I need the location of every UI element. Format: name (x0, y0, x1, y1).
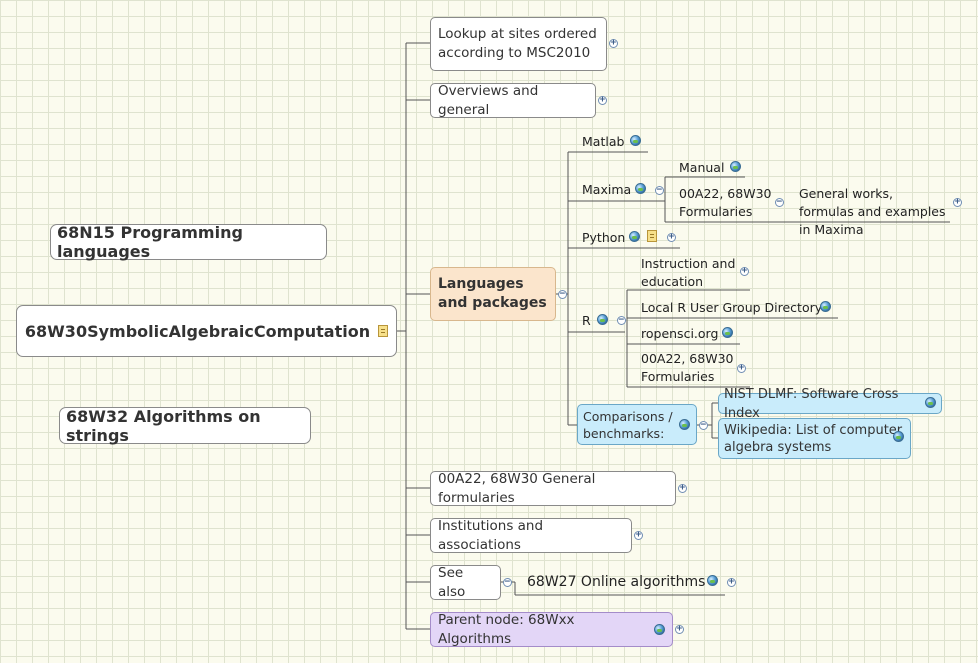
branch-label: See also (438, 564, 466, 600)
topic-nist-dlmf[interactable]: NIST DLMF: Software Cross Index (718, 387, 942, 421)
topic-online-algorithms[interactable]: 68W27 Online algorithms (527, 574, 706, 590)
expand-icon[interactable]: + (609, 38, 618, 48)
topic-python[interactable]: Python (582, 230, 626, 245)
topic-matlab[interactable]: Matlab (582, 134, 625, 149)
web-link-icon[interactable] (654, 624, 665, 635)
topic-r[interactable]: R (582, 313, 591, 328)
topic-maxima-manual[interactable]: Manual (679, 160, 725, 175)
topic-r-formularies[interactable]: 00A22, 68W30 Formularies (641, 351, 734, 384)
expand-icon[interactable]: + (727, 577, 736, 587)
branch-label: 00A22, 68W30 General formularies (438, 470, 596, 506)
branch-general-formularies[interactable]: 00A22, 68W30 General formularies (430, 471, 676, 506)
topic-r-user-group[interactable]: Local R User Group Directory (641, 300, 823, 315)
web-link-icon[interactable] (925, 397, 936, 408)
central-topic[interactable]: 68W30SymbolicAlgebraicComputation (16, 305, 397, 357)
web-link-icon[interactable] (730, 161, 741, 172)
web-link-icon[interactable] (679, 419, 690, 430)
branch-parent-node[interactable]: Parent node: 68Wxx Algorithms (430, 612, 673, 647)
branch-see-also[interactable]: See also (430, 565, 501, 600)
expand-icon[interactable]: + (634, 530, 643, 540)
topic-maxima[interactable]: Maxima (582, 182, 632, 197)
expand-icon[interactable]: + (737, 363, 746, 373)
root-topic-algorithms-on-strings[interactable]: 68W32 Algorithms on strings (59, 406, 311, 445)
web-link-icon[interactable] (635, 183, 646, 194)
branch-label: Languages and packages (438, 276, 547, 311)
web-link-icon[interactable] (597, 314, 608, 325)
expand-icon[interactable]: + (678, 483, 687, 493)
root-topic-programming-languages[interactable]: 68N15 Programming languages (50, 223, 327, 261)
branch-overviews[interactable]: Overviews and general (430, 83, 596, 118)
topic-maxima-general-works[interactable]: General works, formulas and examples in … (799, 186, 946, 237)
topic-wikipedia[interactable]: Wikipedia: List of computer algebra syst… (718, 418, 911, 459)
root-topic-label: 68W32 Algorithms on strings (66, 406, 261, 445)
note-icon[interactable] (647, 230, 657, 242)
expand-icon[interactable]: + (667, 232, 676, 242)
topic-label: Wikipedia: List of computer algebra syst… (724, 422, 903, 455)
topic-label: NIST DLMF: Software Cross Index (724, 386, 899, 421)
note-icon[interactable] (378, 325, 389, 337)
expand-icon[interactable]: + (953, 197, 962, 207)
web-link-icon[interactable] (820, 301, 831, 312)
collapse-icon[interactable]: − (503, 577, 512, 587)
expand-icon[interactable]: + (740, 266, 749, 276)
collapse-icon[interactable]: − (699, 420, 708, 430)
collapse-icon[interactable]: − (558, 289, 567, 299)
web-link-icon[interactable] (707, 575, 718, 586)
collapse-icon[interactable]: − (655, 185, 664, 195)
web-link-icon[interactable] (893, 431, 904, 442)
web-link-icon[interactable] (630, 135, 641, 146)
branch-label: Overviews and general (438, 82, 539, 118)
branch-institutions[interactable]: Institutions and associations (430, 518, 632, 553)
branch-lookup-msc[interactable]: Lookup at sites ordered according to MSC… (430, 17, 607, 71)
web-link-icon[interactable] (722, 327, 733, 338)
expand-icon[interactable]: + (598, 95, 607, 105)
branch-languages-and-packages[interactable]: Languages and packages (430, 267, 556, 321)
expand-icon[interactable]: + (675, 624, 684, 634)
topic-label: Comparisons / benchmarks: (583, 408, 673, 441)
branch-label: Parent node: 68Wxx Algorithms (438, 611, 575, 647)
topic-r-instruction[interactable]: Instruction and education (641, 256, 736, 289)
topic-comparisons[interactable]: Comparisons / benchmarks: (577, 404, 697, 445)
root-topic-label: 68N15 Programming languages (57, 223, 243, 261)
central-topic-label: 68W30SymbolicAlgebraicComputation (24, 321, 371, 341)
branch-label: Institutions and associations (438, 517, 544, 553)
branch-label: Lookup at sites ordered according to MSC… (438, 26, 597, 61)
topic-ropensci[interactable]: ropensci.org (641, 326, 719, 341)
collapse-icon[interactable]: − (617, 315, 626, 325)
collapse-icon[interactable]: − (775, 197, 784, 207)
topic-maxima-formularies[interactable]: 00A22, 68W30 Formularies (679, 186, 772, 219)
web-link-icon[interactable] (629, 231, 640, 242)
